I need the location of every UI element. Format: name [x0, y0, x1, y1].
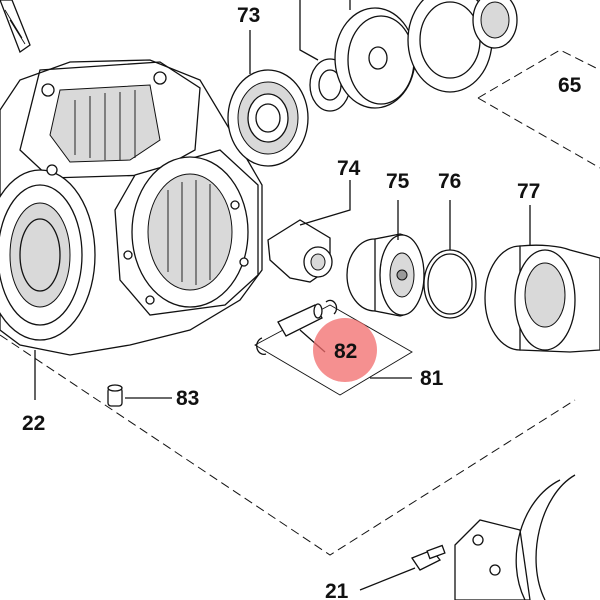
callout-76: 76 — [438, 170, 461, 193]
callout-83: 83 — [176, 387, 199, 410]
callout-75: 75 — [386, 170, 410, 193]
lower-flange-part — [454, 474, 576, 600]
assembly-dashed-boundary — [0, 49, 600, 556]
callout-22: 22 — [22, 412, 45, 435]
piston-pin-part-82 — [256, 299, 338, 355]
link-part-74 — [267, 180, 351, 283]
callout-81: 81 — [420, 367, 444, 390]
callout-21: 21 — [325, 580, 349, 600]
thrust-disc — [334, 0, 416, 109]
callout-74: 74 — [337, 157, 361, 180]
bolt-part-83 — [107, 384, 172, 407]
callout-73: 73 — [237, 4, 260, 27]
piston-part-75 — [346, 200, 425, 317]
gear-housing-part-22 — [0, 0, 263, 400]
seal-ring-part-76 — [423, 200, 477, 319]
bolt-part-21 — [359, 544, 446, 591]
callout-65: 65 — [558, 74, 582, 97]
callout-82: 82 — [334, 340, 357, 363]
callout-77: 77 — [517, 180, 540, 203]
cylinder-cover-part-77 — [484, 205, 600, 353]
upper-bearing-cup — [407, 0, 518, 93]
bearing-part-73 — [227, 30, 309, 167]
callout-82-highlight — [313, 318, 377, 382]
